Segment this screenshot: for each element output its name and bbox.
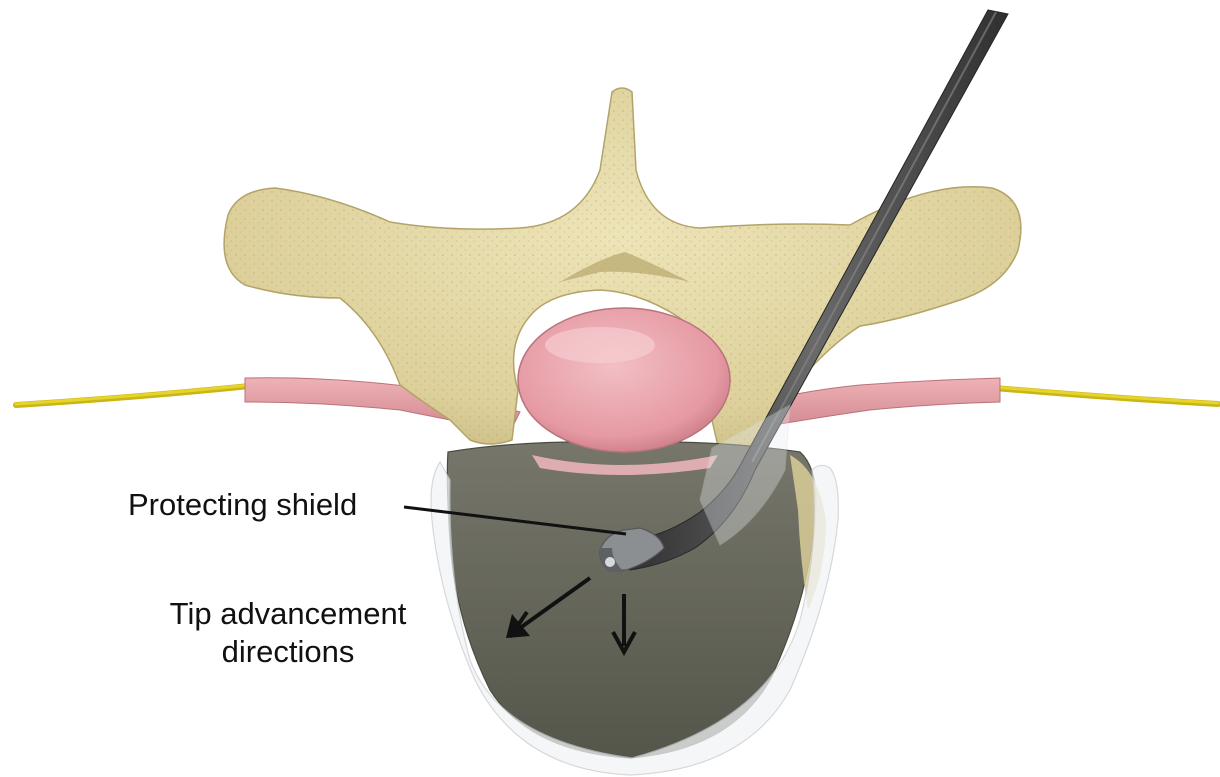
nerve-left — [16, 385, 250, 405]
protecting-shield-label: Protecting shield — [128, 486, 357, 524]
tip-label-line1: Tip advancement — [128, 595, 448, 633]
tip-label-line2: directions — [128, 633, 448, 671]
tip-advancement-label: Tip advancement directions — [128, 595, 448, 671]
nerve-right — [995, 387, 1218, 404]
